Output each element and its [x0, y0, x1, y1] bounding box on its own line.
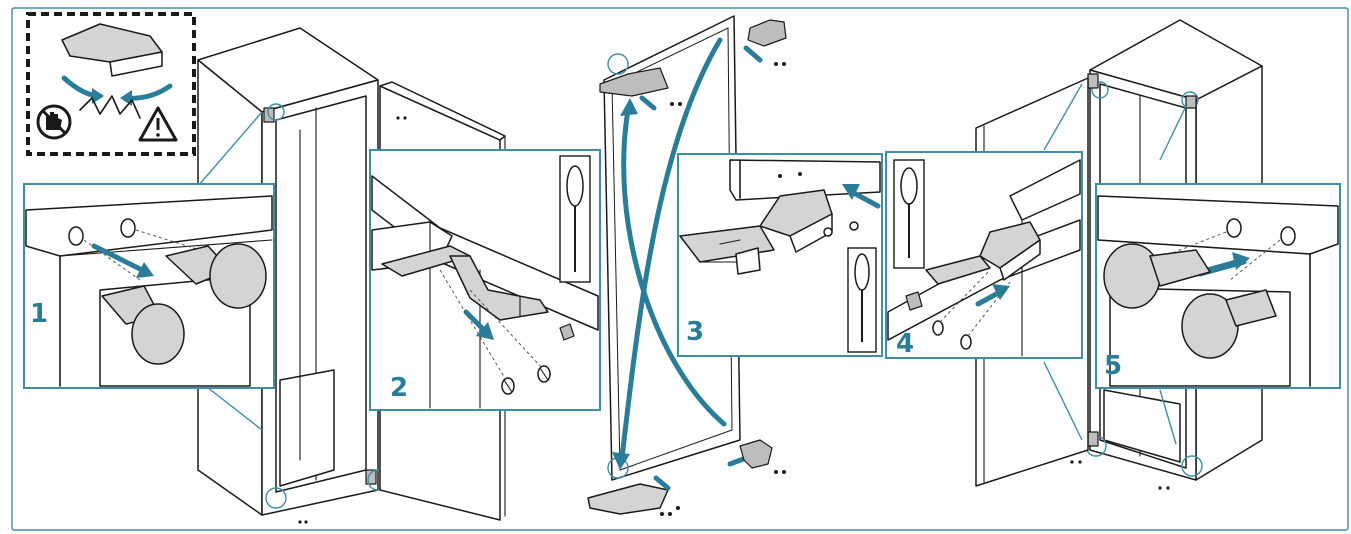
left-fridge [197, 27, 407, 524]
left-bottom-hinge [365, 469, 377, 485]
center-top-hinge [599, 67, 669, 97]
center-door-panel [603, 15, 741, 481]
left-fridge-drawer [279, 369, 335, 487]
center-bottom-hinge-removed [739, 439, 773, 469]
step-2-arrow [476, 322, 494, 340]
center-door [587, 15, 787, 516]
outer-frame [11, 7, 1349, 531]
step-5-number: 5 [1104, 351, 1122, 381]
step-4-panel: 4 [885, 151, 1083, 359]
center-arrow-down [619, 37, 723, 461]
no-hand-icon [36, 104, 72, 140]
center-arrow-up [621, 107, 727, 427]
step-1-number: 1 [30, 299, 48, 329]
step-2-screws [439, 269, 575, 395]
step-3-arrow [842, 184, 860, 200]
warning-triangle-icon [138, 106, 178, 142]
step-4-hinge [925, 255, 991, 285]
center-bottom-hinge [587, 483, 669, 515]
step-3-panel: 3 [677, 153, 883, 357]
warning-panel [26, 12, 196, 156]
step-1-panel: 1 [23, 111, 275, 431]
step-5-panel: 5 [1095, 183, 1341, 389]
left-top-circle-marker [267, 103, 285, 121]
screwdriver-icon [893, 159, 925, 269]
warning-crush-zigzag [79, 95, 141, 119]
step-1-arrow [136, 262, 154, 278]
screwdriver-icon [559, 155, 591, 283]
step-4-number: 4 [896, 329, 914, 359]
screwdriver-icon [847, 247, 877, 353]
step-2-panel: 2 [369, 149, 601, 411]
left-bottom-circle-marker [265, 487, 287, 509]
step-5-plug-top [1103, 243, 1161, 309]
step-2-number: 2 [390, 373, 408, 403]
center-top-hinge-removed [747, 19, 787, 47]
step-3-number: 3 [686, 317, 704, 347]
